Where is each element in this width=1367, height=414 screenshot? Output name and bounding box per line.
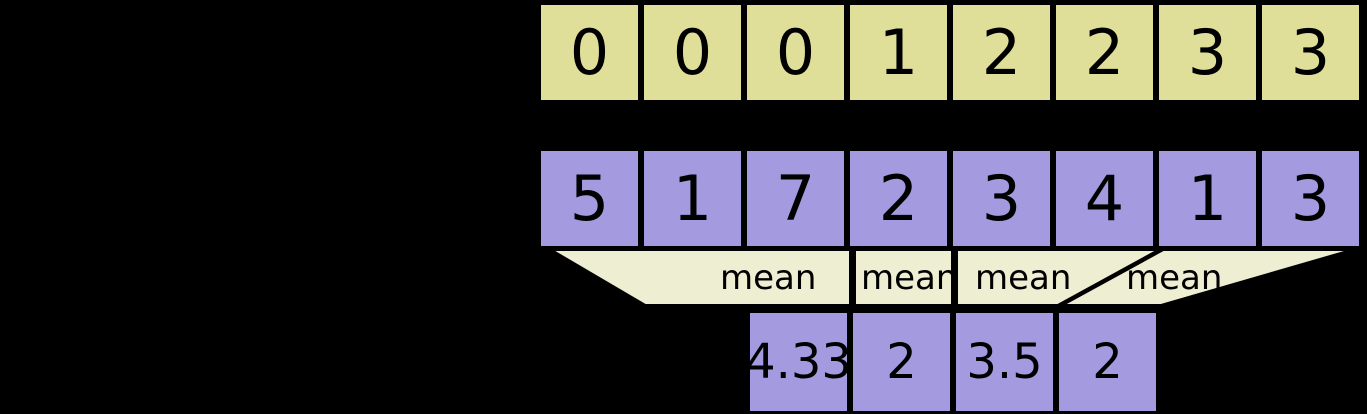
segment-id-cell: 3: [1156, 2, 1259, 103]
segment-id-cell: 2: [1053, 2, 1156, 103]
mean-label: mean: [1126, 258, 1223, 298]
segment-id-cell: 2: [950, 2, 1053, 103]
value-cell: 4: [1053, 148, 1156, 249]
value-cell: 3: [950, 148, 1053, 249]
segment-id-cell: 0: [538, 2, 641, 103]
segment-id-cell: 1: [847, 2, 950, 103]
value-cell: 1: [641, 148, 744, 249]
mean-funnel-2: [852, 247, 955, 308]
segment-mean-cell: 4.33: [747, 310, 850, 414]
segment-mean-cell: 2: [1056, 310, 1159, 414]
mean-label: mean: [861, 258, 958, 298]
value-cell: 1: [1156, 148, 1259, 249]
mean-label: mean: [975, 258, 1072, 298]
segment-mean-cell: 3.5: [953, 310, 1056, 414]
mean-funnel-3: [954, 247, 1163, 308]
mean-funnel-4: [1058, 247, 1359, 308]
segment-id-cell: 0: [744, 2, 847, 103]
mean-label: mean: [720, 258, 817, 298]
value-cell: 7: [744, 148, 847, 249]
value-cell: 5: [538, 148, 641, 249]
mean-funnel-1: [540, 247, 853, 308]
value-cell: 3: [1259, 148, 1362, 249]
segment-mean-cell: 2: [850, 310, 953, 414]
segment-id-cell: 0: [641, 2, 744, 103]
segment-id-cell: 3: [1259, 2, 1362, 103]
value-cell: 2: [847, 148, 950, 249]
